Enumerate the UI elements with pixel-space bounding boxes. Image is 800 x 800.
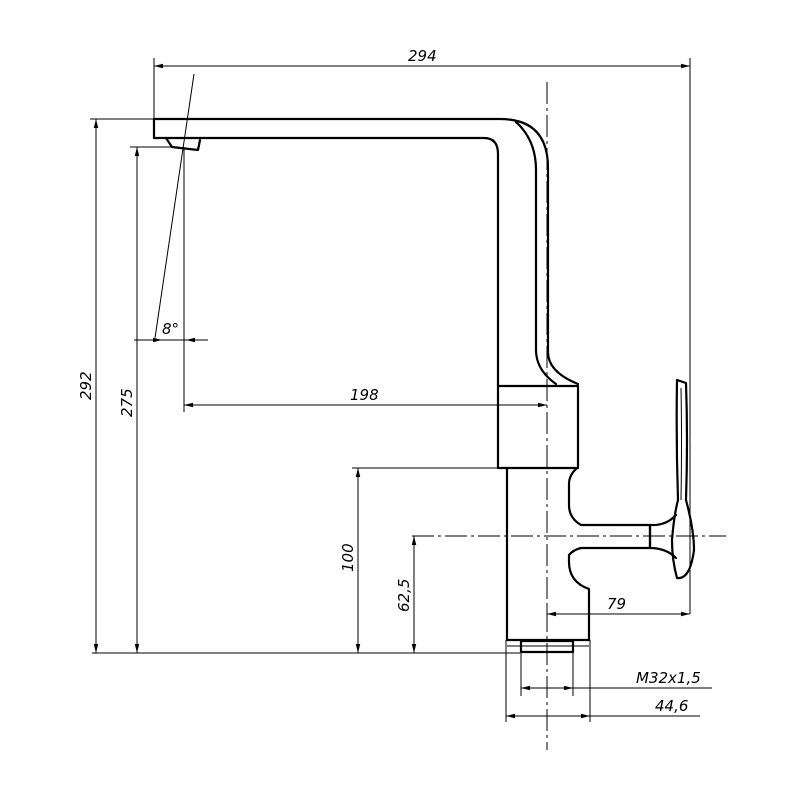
dim-handle-offset: 79 [607, 595, 626, 613]
dim-spout-angle: 8° [162, 320, 179, 338]
dim-body-height: 100 [339, 543, 357, 572]
aerator [164, 136, 202, 152]
lower-body [505, 466, 652, 642]
dim-overall-width: 294 [408, 47, 437, 65]
dim-handle-height: 62,5 [395, 579, 413, 612]
dimension-lines [93, 63, 712, 719]
dim-spout-reach: 198 [350, 386, 379, 404]
extension-lines [90, 58, 691, 722]
handle-lever [670, 378, 696, 580]
dim-spout-height: 275 [118, 388, 136, 417]
angle-reference-line [154, 73, 195, 339]
upper-body-block [496, 384, 580, 470]
dim-thread: M32x1,5 [636, 669, 701, 687]
dim-base-diameter: 44,6 [655, 697, 688, 715]
faucet-outline [152, 117, 696, 654]
dim-overall-height: 292 [77, 371, 95, 400]
